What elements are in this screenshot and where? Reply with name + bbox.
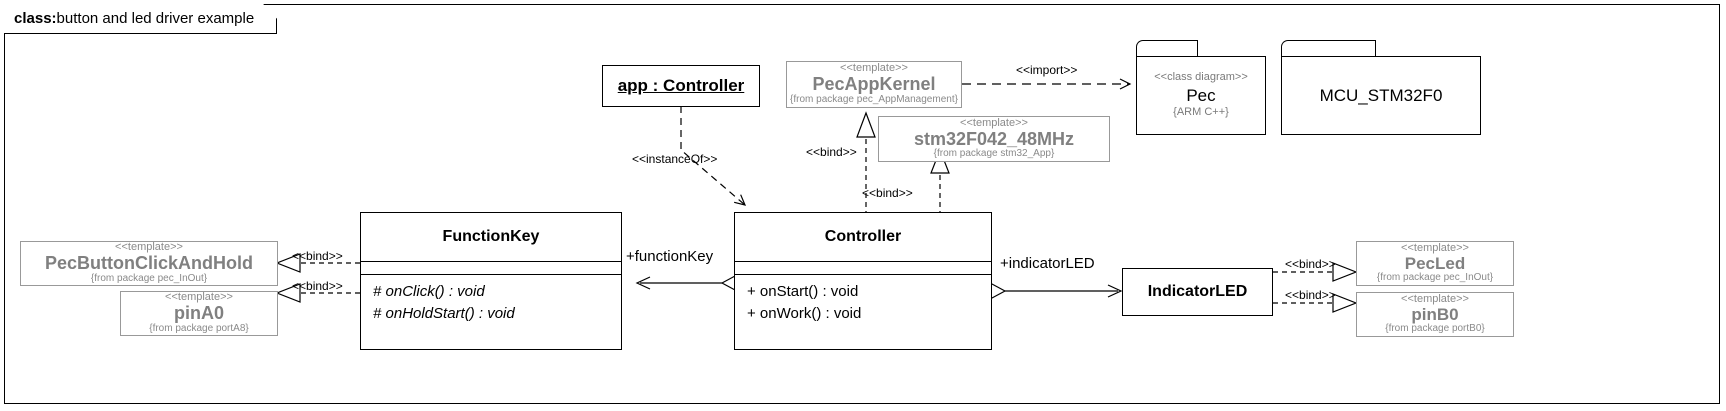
template-pec-button-name: PecButtonClickAndHold [44, 253, 253, 274]
class-function-key-title: FunctionKey [442, 228, 540, 245]
template-pec-app-kernel-from: {from package pec_AppManagement} [790, 93, 958, 105]
template-pin-b0-name: pinB0 [1411, 304, 1459, 324]
template-pec-app-kernel-name: PecAppKernel [812, 74, 936, 95]
template-stm32f042-48mhz-stereotype: <<template>> [960, 116, 1028, 129]
edge-label-bind-kernel: <<bind>> [806, 145, 857, 159]
template-pin-b0-from: {from package portB0} [1385, 323, 1485, 335]
template-pin-a0-from: {from package portA8} [149, 322, 249, 334]
class-function-key-operations: # onClick() : void # onHoldStart() : voi… [361, 275, 621, 329]
package-mcu-stm32f0-tab [1281, 40, 1376, 57]
package-mcu-stm32f0[interactable]: MCU_STM32F0 [1281, 40, 1481, 135]
class-function-key[interactable]: FunctionKey # onClick() : void # onHoldS… [360, 212, 622, 350]
template-pec-button-stereotype: <<template>> [115, 241, 183, 254]
template-pec-button-from: {from package pec_InOut} [90, 272, 208, 284]
class-indicator-led-title: IndicatorLED [1147, 283, 1248, 300]
class-function-key-operation-1: # onHoldStart() : void [373, 304, 515, 322]
template-pin-b0[interactable]: <<template>> pinB0 {from package portB0} [1356, 292, 1514, 337]
class-controller[interactable]: Controller + onStart() : void + onWork()… [734, 212, 992, 350]
class-controller-attributes [735, 262, 991, 274]
class-function-key-attributes [361, 262, 621, 274]
class-function-key-separator-1 [361, 261, 621, 262]
role-label-indicator-led: +indicatorLED [998, 255, 1097, 272]
class-controller-separator-2 [735, 274, 991, 275]
class-function-key-operation-0: # onClick() : void [373, 283, 485, 300]
instance-app-controller-label: app : Controller [617, 76, 745, 95]
edge-label-import: <<import>> [1016, 63, 1078, 77]
template-pin-a0-stereotype: <<template>> [165, 291, 233, 304]
package-pec-tab [1136, 40, 1198, 57]
edge-label-bind-pin-a0: <<bind>> [292, 279, 343, 293]
template-pec-app-kernel[interactable]: <<template>> PecAppKernel {from package … [786, 61, 962, 108]
diagram-frame-title: class:button and led driver example [4, 4, 277, 34]
class-indicator-led[interactable]: IndicatorLED [1122, 268, 1273, 316]
edge-label-bind-pin-b0: <<bind>> [1285, 288, 1336, 302]
template-stm32f042-48mhz-from: {from package stm32_App} [933, 148, 1055, 160]
package-pec-tag: {ARM C++} [1173, 106, 1229, 119]
package-pec[interactable]: <<class diagram>> Pec {ARM C++} [1136, 40, 1266, 135]
instance-app-controller[interactable]: app : Controller [602, 65, 760, 107]
package-pec-stereotype: <<class diagram>> [1154, 71, 1248, 84]
template-pec-app-kernel-stereotype: <<template>> [840, 62, 908, 75]
package-pec-name: Pec [1186, 85, 1216, 105]
class-controller-operation-1: + onWork() : void [747, 304, 862, 322]
frame-keyword: class: [14, 10, 57, 27]
class-controller-operation-0: + onStart() : void [747, 283, 859, 300]
template-stm32f042-48mhz-name: stm32F042_48MHz [913, 128, 1075, 149]
template-pec-led[interactable]: <<template>> PecLed {from package pec_In… [1356, 241, 1514, 286]
template-pec-led-name: PecLed [1404, 253, 1466, 273]
class-controller-title: Controller [824, 228, 902, 245]
template-pin-b0-stereotype: <<template>> [1401, 292, 1469, 305]
role-label-function-key: +functionKey [624, 248, 716, 265]
edge-label-bind-stm32: <<bind>> [862, 186, 913, 200]
edge-label-bind-pec-led: <<bind>> [1285, 257, 1336, 271]
class-controller-separator-1 [735, 261, 991, 262]
package-mcu-stm32f0-body: MCU_STM32F0 [1281, 56, 1481, 135]
edge-label-bind-button: <<bind>> [292, 249, 343, 263]
class-function-key-separator-2 [361, 274, 621, 275]
template-pec-button-click-and-hold[interactable]: <<template>> PecButtonClickAndHold {from… [20, 241, 278, 286]
template-stm32f042-48mhz[interactable]: <<template>> stm32F042_48MHz {from packa… [878, 116, 1110, 162]
template-pin-a0-name: pinA0 [173, 303, 224, 324]
template-pec-led-from: {from package pec_InOut} [1376, 272, 1494, 284]
frame-name: button and led driver example [56, 10, 255, 27]
template-pec-led-stereotype: <<template>> [1401, 241, 1469, 254]
edge-label-instance-of: <<instanceOf>> [632, 152, 718, 166]
package-pec-body: <<class diagram>> Pec {ARM C++} [1136, 56, 1266, 135]
class-controller-operations: + onStart() : void + onWork() : void [735, 275, 991, 329]
package-mcu-stm32f0-name: MCU_STM32F0 [1319, 85, 1443, 105]
diagram-frame [4, 4, 1720, 404]
template-pin-a0[interactable]: <<template>> pinA0 {from package portA8} [120, 291, 278, 336]
